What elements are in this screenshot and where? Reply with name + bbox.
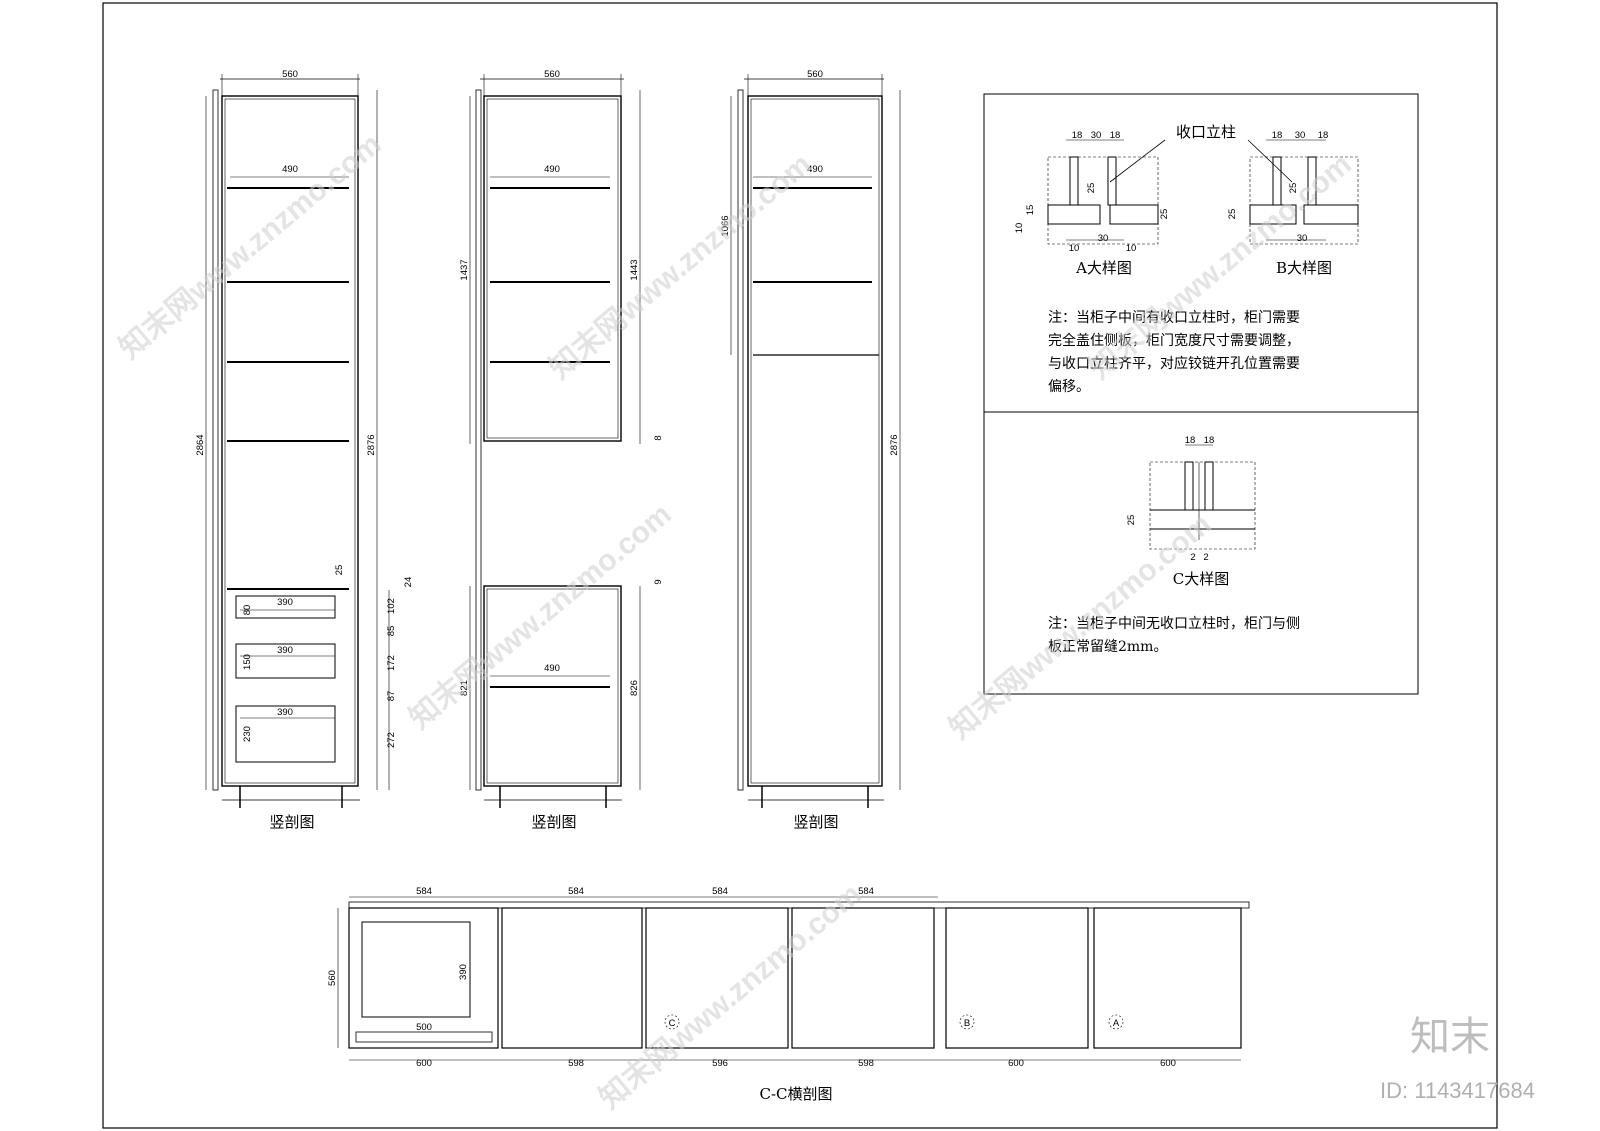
a-caption: A大样图 <box>1075 259 1132 277</box>
e1-pitch-1: 102 <box>386 598 397 614</box>
e1-drawer2-height: 150 <box>242 654 253 670</box>
e1-shelf-label: 490 <box>282 164 298 175</box>
plan-top-dim-3: 584 <box>712 886 728 897</box>
e3-upper-left: 1066 <box>720 215 731 236</box>
c-caption: C大样图 <box>1173 570 1229 588</box>
watermark-site-2: 知末网www.znzmo.com <box>543 148 817 386</box>
e1-height-left: 2864 <box>195 434 206 455</box>
e2-upper-gap: 8 <box>653 435 664 440</box>
elevation-1 <box>205 74 390 808</box>
e1-drawer1-width: 390 <box>277 597 293 608</box>
plan-depth: 560 <box>327 970 338 986</box>
e1-pitch-5: 272 <box>386 732 397 748</box>
e1-top-gap: 25 <box>334 565 345 576</box>
plan-caption: C-C横剖图 <box>759 1085 832 1103</box>
e1-top-gap-right: 24 <box>403 577 414 588</box>
a-dim-30-bottom: 30 <box>1098 233 1109 244</box>
e3-caption: 竖剖图 <box>793 813 838 831</box>
e3-width-label: 560 <box>807 69 823 80</box>
b-dim-18-1: 18 <box>1272 130 1283 141</box>
plan-bottom-dim-2: 598 <box>568 1058 584 1069</box>
watermark-site-4: 知末网www.znzmo.com <box>403 498 677 736</box>
sheet-border <box>102 2 1498 1129</box>
watermark-logo: 知末 <box>1410 1014 1490 1060</box>
e1-pitch-2: 85 <box>386 626 397 637</box>
ab-note-line-4: 偏移。 <box>1048 379 1090 395</box>
elevation-2-labels: 560 490 1437 1443 8 9 490 821 826 竖剖图 <box>459 69 664 831</box>
plan-bottom-dim-3: 596 <box>712 1058 728 1069</box>
plan-top-dim-1: 584 <box>416 886 432 897</box>
plan-bottom-dim-1: 600 <box>416 1058 432 1069</box>
watermark-site-1: 知末网www.znzmo.com <box>113 128 387 366</box>
e1-pitch-3: 172 <box>386 655 397 671</box>
ab-note-line-3: 与收口立柱齐平，对应铰链开孔位置需要 <box>1048 355 1300 372</box>
plan-marker-b: B <box>964 1018 970 1029</box>
e2-lower-right: 826 <box>629 680 640 696</box>
a-dim-18-1: 18 <box>1072 130 1083 141</box>
plan-labels: 584 584 584 584 560 390 500 600 598 596 … <box>327 886 1176 1103</box>
e1-height-right: 2876 <box>366 434 377 455</box>
plan-top-dim-2: 584 <box>568 886 584 897</box>
e3-shelf-label: 490 <box>807 164 823 175</box>
elevation-3 <box>730 74 901 808</box>
c-note-line-2: 板正常留缝2mm。 <box>1048 639 1167 655</box>
e2-upper-right: 1443 <box>629 259 640 280</box>
a-dim-25-right: 25 <box>1159 209 1170 220</box>
b-caption: B大样图 <box>1276 259 1332 277</box>
a-dim-25: 25 <box>1086 183 1097 194</box>
plan-marker-a: A <box>1113 1018 1120 1029</box>
c-dim-25: 25 <box>1126 515 1137 526</box>
e2-caption: 竖剖图 <box>531 813 576 831</box>
b-dim-30: 30 <box>1295 130 1306 141</box>
plan-bottom-dim-5: 600 <box>1008 1058 1024 1069</box>
plan-marker-c: C <box>669 1018 676 1029</box>
b-dim-25-left: 25 <box>1227 209 1238 220</box>
a-dim-30: 30 <box>1091 130 1102 141</box>
a-dim-15: 15 <box>1025 205 1036 216</box>
plan-inner-height: 390 <box>458 964 469 980</box>
e1-drawer1-height: 80 <box>242 605 253 616</box>
watermark-site-6: 知末网www.znzmo.com <box>593 878 867 1116</box>
elevation-3-labels: 560 490 1066 2876 竖剖图 <box>720 69 900 831</box>
detail-title: 收口立柱 <box>1176 123 1236 141</box>
b-dim-18-2: 18 <box>1318 130 1329 141</box>
plan-section <box>337 896 1250 1061</box>
plan-bottom-dim-4: 598 <box>858 1058 874 1069</box>
e2-shelf-label: 490 <box>544 164 560 175</box>
e2-lower-left: 821 <box>459 680 470 696</box>
ab-note-line-2: 完全盖住侧板，柜门宽度尺寸需要调整， <box>1048 332 1300 349</box>
c-dim-2-left: 2 <box>1190 552 1195 563</box>
b-dim-30-bottom: 30 <box>1297 233 1308 244</box>
ab-note-line-1: 注：当柜子中间有收口立柱时，柜门需要 <box>1048 310 1300 326</box>
e1-caption: 竖剖图 <box>269 813 314 831</box>
elevation-2 <box>469 74 641 808</box>
e1-drawer2-width: 390 <box>277 645 293 656</box>
plan-top-dim-4: 584 <box>858 886 874 897</box>
plan-inner-width: 500 <box>416 1022 432 1033</box>
a-dim-10-bottom-2: 10 <box>1126 243 1137 254</box>
a-dim-18-2: 18 <box>1110 130 1121 141</box>
e3-height-right: 2876 <box>889 434 900 455</box>
a-dim-10-bottom: 10 <box>1069 243 1080 254</box>
plan-bottom-dim-6: 600 <box>1160 1058 1176 1069</box>
e1-drawer3-width: 390 <box>277 707 293 718</box>
b-dim-25: 25 <box>1288 183 1299 194</box>
e1-pitch-4: 87 <box>386 691 397 702</box>
c-dim-18-1: 18 <box>1185 435 1196 446</box>
e2-lower-shelf: 490 <box>544 663 560 674</box>
e2-upper-left: 1437 <box>459 259 470 280</box>
e2-lower-gap: 9 <box>653 579 664 584</box>
a-dim-10-left: 10 <box>1014 223 1025 234</box>
watermark-id: ID: 1143417684 <box>1380 1078 1535 1103</box>
c-dim-2-right: 2 <box>1203 552 1208 563</box>
detail-panel-labels: 收口立柱 18 30 18 25 15 10 25 10 30 10 A大样图 … <box>1014 123 1332 655</box>
e1-drawer3-height: 230 <box>242 726 253 742</box>
e2-width-label: 560 <box>544 69 560 80</box>
elevation-1-labels: 560 490 2864 2876 25 24 390 80 390 150 3… <box>195 69 414 831</box>
c-note-line-1: 注：当柜子中间无收口立柱时，柜门与侧 <box>1048 616 1300 632</box>
e1-width-label: 560 <box>282 69 298 80</box>
c-dim-18-2: 18 <box>1204 435 1215 446</box>
detail-panel <box>983 93 1419 695</box>
